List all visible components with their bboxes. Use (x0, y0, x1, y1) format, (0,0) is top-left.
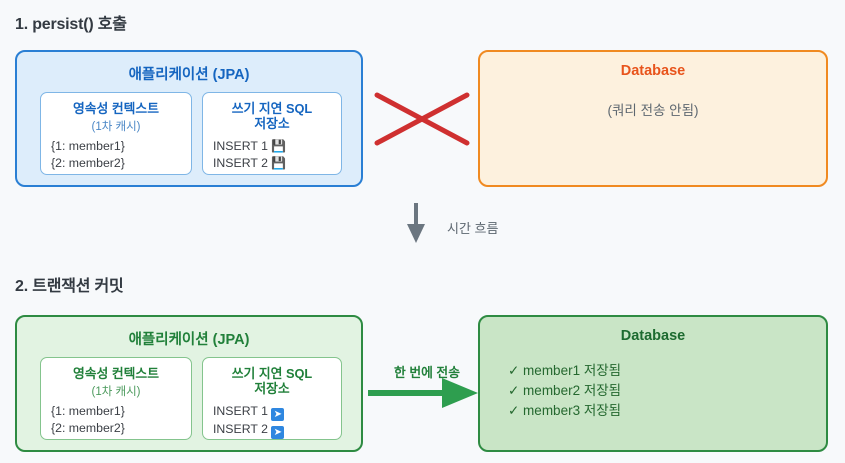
sql-statement: INSERT 2 💾 (213, 155, 286, 172)
persistence-context-subtitle: (1차 캐시) (91, 121, 141, 133)
persistence-context-entries: {1: member1} {2: member2} (51, 138, 125, 172)
write-behind-sql-store-card: 쓰기 지연 SQL 저장소 INSERT 1 ➤ INSERT 2 ➤ (202, 357, 342, 440)
write-behind-title: 쓰기 지연 SQL 저장소 (203, 101, 341, 131)
database-no-query-note: (쿼리 전송 안됨) (607, 103, 699, 118)
sql-statement: INSERT 2 ➤ (213, 421, 285, 439)
database-panel-persist: Database (쿼리 전송 안됨) (478, 50, 828, 187)
section-2-title: 2. 트랜잭션 커밋 (15, 278, 124, 295)
persistence-context-card: 영속성 컨텍스트 (1차 캐시) {1: member1} {2: member… (40, 357, 192, 440)
write-behind-title-line1: 쓰기 지연 SQL (231, 366, 313, 381)
saved-row: ✓ member3 저장됨 (508, 403, 622, 418)
flow-arrow-label: 한 번에 전송 (394, 365, 460, 380)
section-1-title: 1. persist() 호출 (15, 16, 127, 33)
right-arrow-icon: ➤ (271, 426, 285, 439)
application-panel-heading: 애플리케이션 (JPA) (128, 332, 250, 348)
persistence-context-title: 영속성 컨텍스트 (73, 101, 159, 116)
right-arrow-icon: ➤ (271, 408, 285, 421)
sql-statement: INSERT 1 💾 (213, 138, 286, 155)
write-behind-title-line2: 저장소 (254, 381, 290, 396)
cache-entry: {2: member2} (51, 156, 125, 170)
write-behind-title-line2: 저장소 (254, 116, 290, 131)
application-panel-persist: 애플리케이션 (JPA) 영속성 컨텍스트 (1차 캐시) {1: member… (15, 50, 363, 187)
persistence-context-title: 영속성 컨텍스트 (73, 366, 159, 381)
green-arrow-icon (368, 378, 478, 408)
sql-statement-label: INSERT 2 (213, 422, 268, 436)
persistence-context-entries: {1: member1} {2: member2} (51, 403, 125, 437)
write-behind-statements: INSERT 1 ➤ INSERT 2 ➤ (213, 403, 285, 439)
database-panel-heading: Database (620, 328, 686, 344)
sql-statement: INSERT 1 ➤ (213, 403, 285, 421)
write-behind-title: 쓰기 지연 SQL 저장소 (203, 366, 341, 396)
time-flow-label: 시간 흐름 (447, 221, 499, 236)
application-panel-heading: 애플리케이션 (JPA) (128, 67, 250, 83)
cache-entry: {1: member1} (51, 404, 125, 418)
write-behind-title-line1: 쓰기 지연 SQL (231, 101, 313, 116)
cache-entry: {1: member1} (51, 139, 125, 153)
persistence-context-card: 영속성 컨텍스트 (1차 캐시) {1: member1} {2: member… (40, 92, 192, 175)
write-behind-statements: INSERT 1 💾 INSERT 2 💾 (213, 138, 286, 172)
cache-entry: {2: member2} (51, 421, 125, 435)
write-behind-sql-store-card: 쓰기 지연 SQL 저장소 INSERT 1 💾 INSERT 2 💾 (202, 92, 342, 175)
floppy-disk-icon: 💾 (271, 156, 287, 170)
saved-row: ✓ member1 저장됨 (508, 363, 622, 378)
saved-row: ✓ member2 저장됨 (508, 383, 622, 398)
database-panel-commit: Database ✓ member1 저장됨 ✓ member2 저장됨 ✓ m… (478, 315, 828, 452)
application-panel-commit: 애플리케이션 (JPA) 영속성 컨텍스트 (1차 캐시) {1: member… (15, 315, 363, 452)
floppy-disk-icon: 💾 (271, 139, 287, 153)
sql-statement-label: INSERT 1 (213, 139, 268, 153)
sql-statement-label: INSERT 2 (213, 156, 268, 170)
database-saved-rows: ✓ member1 저장됨 ✓ member2 저장됨 ✓ member3 저장… (508, 361, 621, 421)
persistence-context-subtitle: (1차 캐시) (91, 386, 141, 398)
sql-statement-label: INSERT 1 (213, 404, 268, 418)
down-arrow-icon (407, 203, 425, 243)
red-x-icon (374, 92, 470, 146)
database-panel-heading: Database (620, 63, 686, 79)
